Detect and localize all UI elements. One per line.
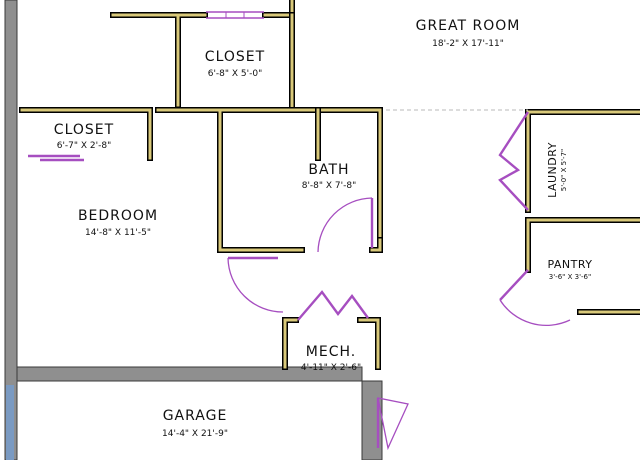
closet-window bbox=[206, 11, 264, 19]
room-closet-left: CLOSET 6'-7" X 2'-8" bbox=[54, 122, 114, 151]
room-name: GARAGE bbox=[163, 408, 228, 424]
room-name: LAUNDRY bbox=[546, 142, 559, 198]
room-dimensions: 4'-11" X 2'-6" bbox=[301, 363, 361, 373]
room-dimensions: 6'-7" X 2'-8" bbox=[57, 141, 112, 151]
room-laundry: LAUNDRY 5'-0" X 5'-7" bbox=[546, 142, 568, 198]
room-name: CLOSET bbox=[54, 122, 114, 138]
bath-door bbox=[317, 197, 374, 253]
room-name: BATH bbox=[308, 162, 349, 178]
room-garage: GARAGE 14'-4" X 21'-9" bbox=[162, 408, 228, 439]
room-great-room: GREAT ROOM 18'-2" X 17'-11" bbox=[416, 18, 521, 49]
room-dimensions: 14'-4" X 21'-9" bbox=[162, 429, 228, 439]
room-name: GREAT ROOM bbox=[416, 18, 521, 34]
room-dimensions: 8'-8" X 7'-8" bbox=[302, 181, 357, 191]
room-name: MECH. bbox=[306, 344, 356, 360]
room-dimensions: 18'-2" X 17'-11" bbox=[432, 39, 504, 49]
room-dimensions: 14'-8" X 11'-5" bbox=[85, 228, 151, 238]
room-dimensions: 5'-0" X 5'-7" bbox=[560, 149, 568, 191]
closet-sliding-door bbox=[28, 154, 84, 162]
room-name: PANTRY bbox=[547, 258, 592, 271]
room-pantry: PANTRY 3'-6" X 3'-6" bbox=[547, 258, 592, 281]
laundry-double-door bbox=[498, 111, 530, 211]
room-bedroom: BEDROOM 14'-8" X 11'-5" bbox=[78, 208, 158, 238]
room-dimensions: 6'-8" X 5'-0" bbox=[208, 69, 263, 79]
pantry-door bbox=[499, 269, 571, 327]
exterior-wall-left bbox=[4, 0, 18, 460]
bedroom-door bbox=[227, 256, 284, 313]
garage-door bbox=[376, 397, 409, 451]
room-name: BEDROOM bbox=[78, 208, 158, 224]
room-name: CLOSET bbox=[205, 49, 265, 65]
room-closet-upper: CLOSET 6'-8" X 5'-0" bbox=[205, 49, 265, 79]
room-mech: MECH. 4'-11" X 2'-6" bbox=[301, 344, 361, 373]
garage-door-left bbox=[6, 385, 14, 460]
room-dimensions: 3'-6" X 3'-6" bbox=[549, 273, 591, 281]
exterior-wall-middle bbox=[16, 366, 363, 382]
interior-walls bbox=[19, 0, 640, 370]
mech-double-door bbox=[297, 290, 369, 321]
room-bath: BATH 8'-8" X 7'-8" bbox=[302, 162, 357, 191]
